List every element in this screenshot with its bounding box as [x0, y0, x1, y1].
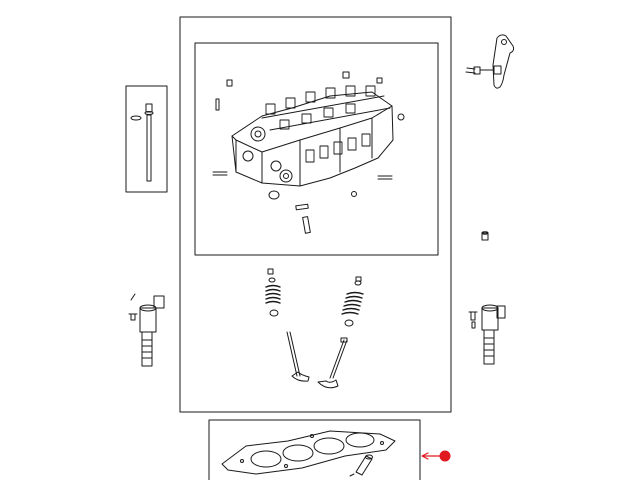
rocker-arm-icon — [465, 34, 515, 89]
arrowhead-icon — [421, 452, 429, 460]
solenoid-icon — [128, 293, 165, 367]
plug[interactable] — [481, 231, 489, 241]
callout-dot-icon[interactable] — [439, 450, 451, 462]
cylinder-head-icon — [212, 71, 405, 234]
gasket-icon — [221, 430, 396, 477]
cylinder-head-assembly[interactable] — [194, 42, 439, 256]
rocker-arm[interactable] — [465, 34, 515, 89]
oil-control-valve-left[interactable] — [128, 293, 165, 367]
solenoid-icon — [468, 304, 506, 365]
callout-pointer[interactable] — [421, 450, 451, 462]
tube-icon — [130, 103, 154, 182]
dipstick-tube-box — [125, 85, 168, 193]
dipstick-tube[interactable] — [125, 85, 168, 193]
valve-train[interactable] — [265, 268, 364, 389]
head-gasket-box — [208, 419, 421, 480]
cylinder-head-box — [194, 42, 439, 256]
head-group-frame — [179, 16, 452, 413]
plug-icon — [481, 231, 489, 241]
oil-control-valve-right[interactable] — [468, 304, 506, 365]
head-gasket[interactable] — [208, 419, 421, 480]
valves-springs-icon — [265, 268, 364, 389]
